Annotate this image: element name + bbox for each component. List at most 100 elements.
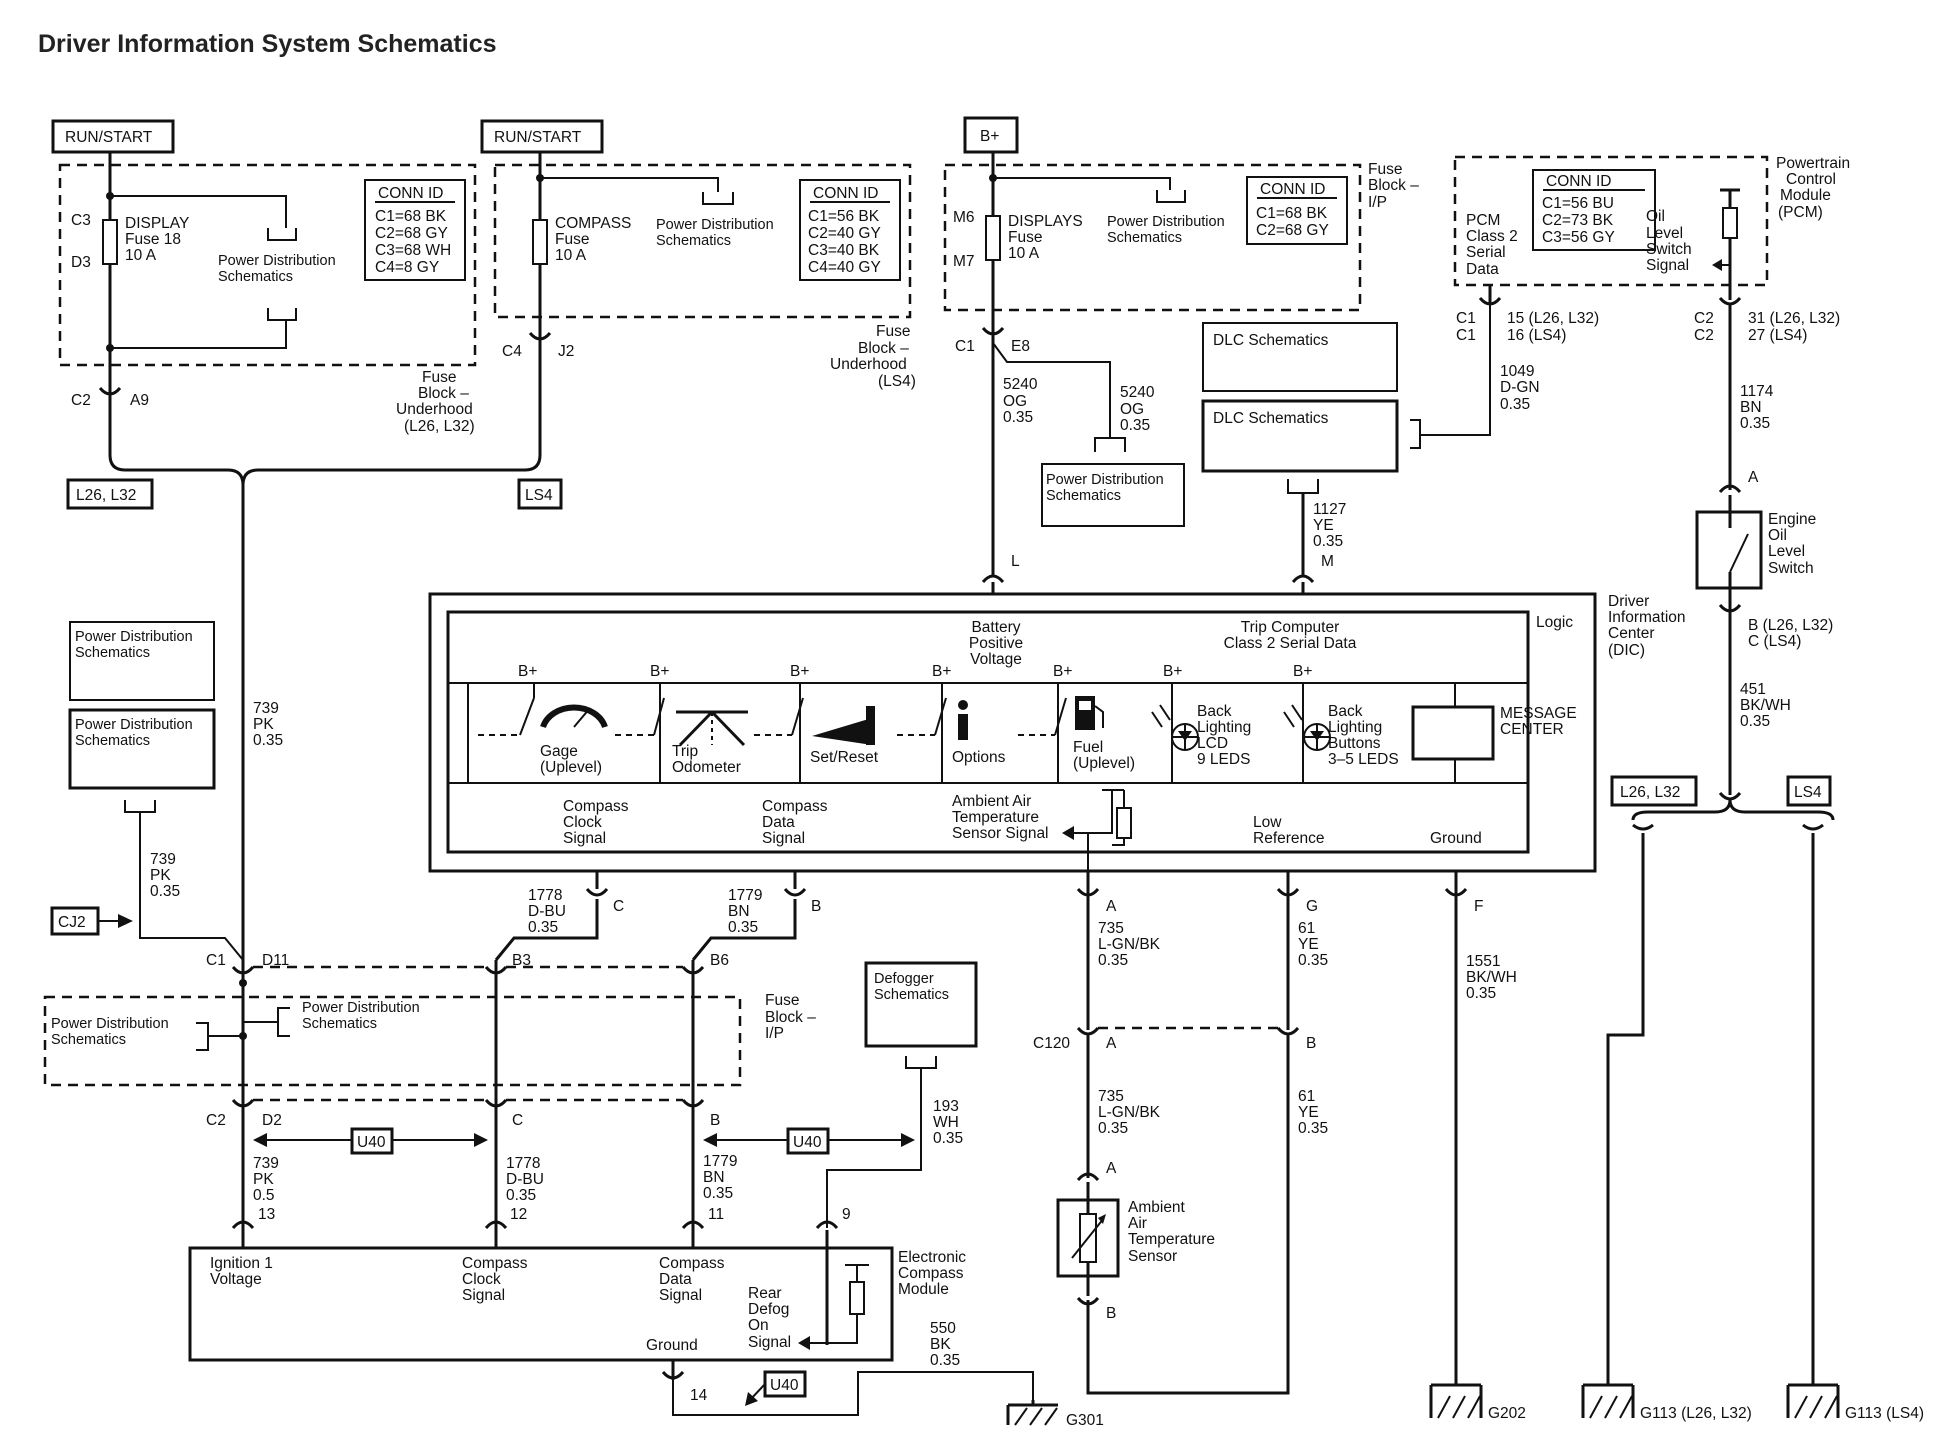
svg-text:Data: Data	[762, 814, 795, 831]
b-plus-tag	[963, 116, 1019, 154]
svg-text:B: B	[710, 1112, 720, 1129]
svg-text:A: A	[1106, 1035, 1117, 1052]
svg-text:G202: G202	[1488, 1405, 1526, 1422]
svg-text:9: 9	[842, 1206, 851, 1223]
svg-text:10 A: 10 A	[125, 247, 157, 264]
fuel-pump-icon	[1075, 696, 1104, 730]
power-distribution-left: Power Distribution Schematics Power Dist…	[50, 621, 244, 961]
svg-text:BK/WH: BK/WH	[1466, 969, 1517, 986]
svg-text:Data: Data	[659, 1271, 692, 1288]
svg-text:Rear: Rear	[748, 1285, 782, 1302]
pin-a9: A9	[130, 392, 149, 409]
svg-text:(LS4): (LS4)	[878, 373, 916, 390]
svg-text:CENTER: CENTER	[1500, 721, 1564, 738]
svg-text:CONN ID: CONN ID	[813, 185, 878, 202]
svg-text:YE: YE	[1298, 936, 1319, 953]
svg-text:LCD: LCD	[1197, 735, 1228, 752]
svg-text:C (LS4): C (LS4)	[1748, 633, 1801, 650]
svg-text:C: C	[613, 898, 624, 915]
display-fuse-18	[102, 219, 118, 265]
svg-text:0.35: 0.35	[1003, 409, 1033, 426]
svg-text:G: G	[1306, 898, 1318, 915]
svg-text:A: A	[1106, 898, 1117, 915]
svg-text:Data: Data	[1466, 261, 1499, 278]
svg-text:0.35: 0.35	[528, 919, 558, 936]
svg-text:Control: Control	[1786, 171, 1836, 188]
pin-c1: C1	[955, 338, 975, 355]
svg-text:Block –: Block –	[765, 1009, 816, 1026]
svg-text:451: 451	[1740, 681, 1766, 698]
svg-text:(PCM): (PCM)	[1778, 204, 1823, 221]
svg-text:C2: C2	[1694, 327, 1714, 344]
svg-text:1551: 1551	[1466, 953, 1500, 970]
svg-text:PCM: PCM	[1466, 212, 1500, 229]
svg-text:Fuse: Fuse	[555, 231, 589, 248]
svg-text:Compass: Compass	[762, 798, 828, 815]
svg-text:D2: D2	[262, 1112, 282, 1129]
svg-text:14: 14	[690, 1387, 708, 1404]
svg-text:0.35: 0.35	[1466, 985, 1496, 1002]
pin-m7: M7	[953, 253, 975, 270]
svg-text:Engine: Engine	[1768, 511, 1816, 528]
u40-tag-b: U40	[793, 1134, 822, 1151]
svg-text:CONN ID: CONN ID	[378, 185, 443, 202]
pin-e8: E8	[1011, 338, 1030, 355]
svg-text:Air: Air	[1128, 1215, 1147, 1232]
svg-text:Serial: Serial	[1466, 244, 1506, 261]
svg-text:Schematics: Schematics	[218, 269, 293, 285]
svg-text:Information: Information	[1608, 609, 1686, 626]
svg-text:1779: 1779	[703, 1153, 737, 1170]
svg-text:739: 739	[150, 851, 176, 868]
svg-text:Fuse: Fuse	[765, 992, 799, 1009]
svg-text:Sensor: Sensor	[1128, 1248, 1177, 1265]
pcm: CONN ID C1=56 BU C2=73 BK C3=56 GY Power…	[1453, 155, 1850, 801]
svg-text:Trip Computer: Trip Computer	[1241, 619, 1339, 636]
svg-text:Battery: Battery	[971, 619, 1020, 636]
svg-text:Fuse: Fuse	[1008, 229, 1042, 246]
conn-id-ip	[1246, 176, 1348, 245]
electronic-compass-module: Electronic Compass Module Ignition 1 Vol…	[188, 1230, 1034, 1416]
svg-text:Level: Level	[1768, 543, 1805, 560]
svg-text:61: 61	[1298, 920, 1315, 937]
svg-text:Switch: Switch	[1646, 241, 1692, 258]
svg-text:Lighting: Lighting	[1197, 719, 1251, 736]
svg-text:G113 (LS4): G113 (LS4)	[1845, 1405, 1924, 1422]
svg-text:5240: 5240	[1003, 376, 1038, 393]
svg-text:Compass: Compass	[898, 1265, 964, 1282]
svg-text:DISPLAY: DISPLAY	[125, 215, 189, 232]
svg-text:0.5: 0.5	[253, 1187, 275, 1204]
run-start-tag-2	[480, 119, 604, 154]
svg-text:BN: BN	[1740, 399, 1762, 416]
svg-text:BK: BK	[930, 1336, 951, 1353]
svg-text:16 (LS4): 16 (LS4)	[1507, 327, 1566, 344]
svg-text:C1=68 BK: C1=68 BK	[1256, 205, 1328, 222]
svg-text:Underhood: Underhood	[830, 356, 907, 373]
svg-text:Set/Reset: Set/Reset	[810, 749, 879, 766]
svg-text:A: A	[1106, 1160, 1117, 1177]
svg-text:Defog: Defog	[748, 1301, 789, 1318]
svg-text:Odometer: Odometer	[672, 759, 741, 776]
driver-information-center: Driver Information Center (DIC) Logic Ba…	[428, 553, 1686, 878]
svg-text:Options: Options	[952, 749, 1006, 766]
svg-text:Fuse: Fuse	[876, 323, 910, 340]
svg-text:B: B	[1306, 1035, 1316, 1052]
svg-text:0.35: 0.35	[1298, 952, 1328, 969]
back-lighting-buttons-icon	[1283, 704, 1331, 751]
svg-text:Center: Center	[1608, 625, 1655, 642]
svg-text:13: 13	[258, 1206, 275, 1223]
svg-text:15 (L26, L32): 15 (L26, L32)	[1507, 310, 1599, 327]
svg-text:Block –: Block –	[418, 385, 469, 402]
svg-text:Schematics: Schematics	[1046, 488, 1121, 504]
svg-text:Fuse 18: Fuse 18	[125, 231, 181, 248]
svg-text:10 A: 10 A	[555, 247, 587, 264]
svg-text:B: B	[811, 898, 821, 915]
svg-text:Back: Back	[1328, 703, 1363, 720]
ls4-tag-left: LS4	[525, 487, 553, 504]
svg-text:COMPASS: COMPASS	[555, 215, 631, 232]
pin-c2: C2	[71, 392, 91, 409]
svg-text:Class 2 Serial Data: Class 2 Serial Data	[1224, 635, 1357, 652]
svg-text:Temperature: Temperature	[952, 809, 1039, 826]
svg-text:0.35: 0.35	[506, 1187, 536, 1204]
svg-text:Block –: Block –	[1368, 177, 1419, 194]
svg-text:C1=56 BK: C1=56 BK	[808, 208, 880, 225]
